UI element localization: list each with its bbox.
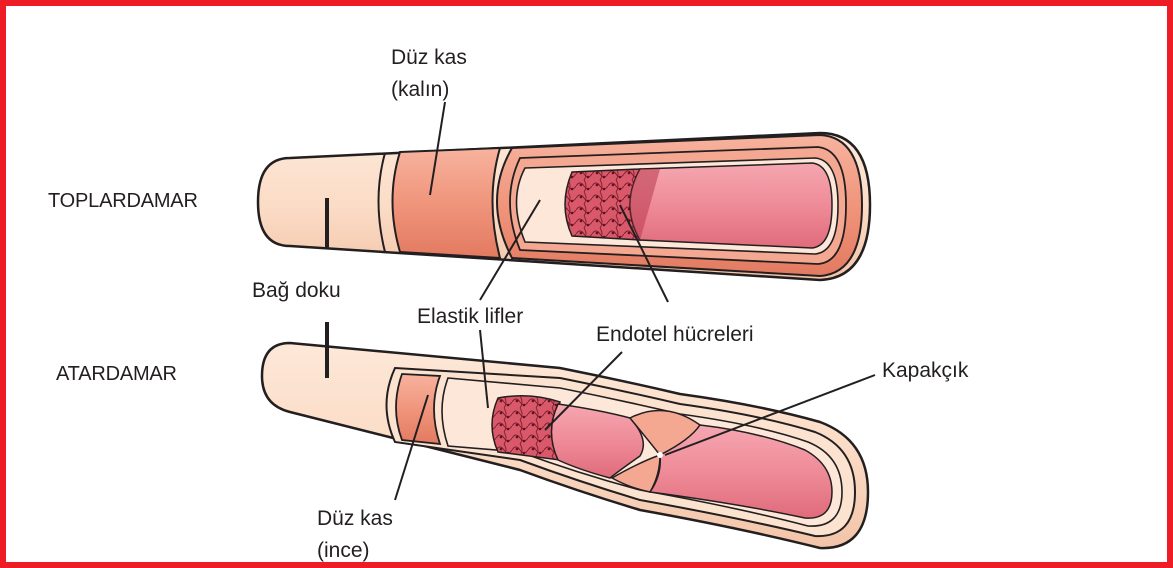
valve-label: Kapakçık: [882, 358, 968, 384]
smooth-muscle-thin-label-line1: Düz kas: [317, 506, 393, 532]
connective-tissue-label: Bağ doku: [252, 278, 341, 304]
elastic-fibers-label: Elastik lifler: [417, 304, 523, 330]
valve-point: [657, 452, 663, 458]
vein-endothelium: [565, 169, 640, 240]
artery-label: ATARDAMAR: [56, 361, 177, 387]
connective-tissue-marker-upper: [325, 198, 329, 248]
artery-muscle-layer: [396, 374, 440, 444]
artery-endothelium: [492, 396, 560, 460]
vein-muscle-layer: [393, 148, 501, 258]
vein-label: TOPLARDAMAR: [48, 188, 198, 214]
vein-illustration: [258, 133, 870, 280]
smooth-muscle-thick-label-line2: (kalın): [391, 77, 449, 103]
endothelial-cells-label: Endotel hücreleri: [596, 322, 754, 348]
smooth-muscle-thick-label-line1: Düz kas: [391, 45, 467, 71]
vein-lumen: [630, 163, 832, 248]
connective-tissue-marker-lower: [325, 322, 329, 378]
smooth-muscle-thin-label-line2: (ince): [317, 538, 370, 564]
